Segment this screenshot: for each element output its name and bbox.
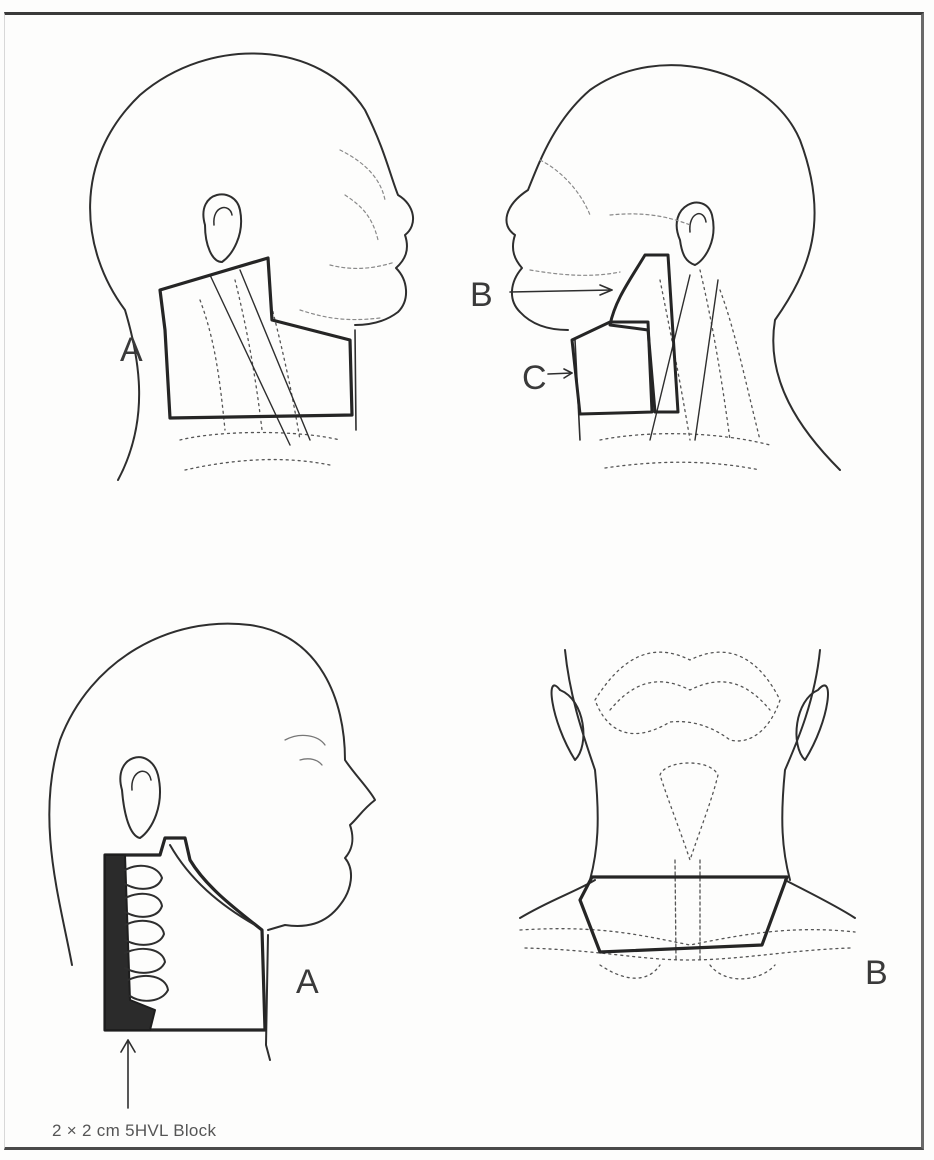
field-label-a-bottom: A xyxy=(296,965,319,999)
top-right-head-profile xyxy=(506,65,840,470)
bottom-left-head-profile xyxy=(49,624,375,1108)
field-label-b-bottom: B xyxy=(865,956,888,990)
field-label-a-top: A xyxy=(120,333,143,367)
field-label-c-top: C xyxy=(522,361,547,395)
bottom-right-posterior-view xyxy=(520,650,855,979)
field-label-b-top: B xyxy=(470,278,493,312)
top-left-head-profile xyxy=(90,53,413,480)
block-caption: 2 × 2 cm 5HVL Block xyxy=(52,1121,216,1141)
